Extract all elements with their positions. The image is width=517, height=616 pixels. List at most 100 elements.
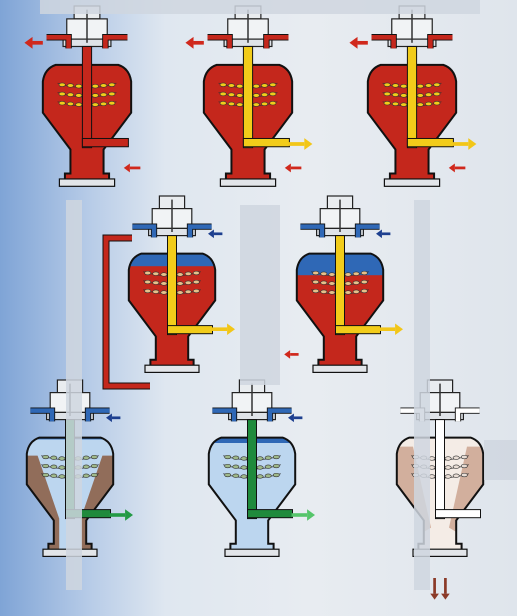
disc-blade [82, 464, 90, 469]
disc-blade [264, 455, 272, 460]
disc-blade [66, 92, 74, 97]
disc-blade [90, 463, 98, 469]
disc-blade [184, 280, 192, 285]
outlet-pipe [242, 137, 290, 148]
disc-blade [252, 93, 260, 98]
vessel-row1-right [349, 5, 477, 187]
disc-blade [224, 472, 232, 478]
disc-blade [192, 270, 200, 276]
disc-blade [400, 93, 408, 98]
bottom-flange [312, 364, 368, 374]
top-pipe-left [207, 34, 232, 49]
disc-blade [219, 82, 227, 87]
flow-arrow-1-head [307, 509, 315, 521]
disc-blade [42, 472, 50, 478]
disc-blade [252, 102, 260, 107]
flow-arrow-1-head [304, 138, 313, 150]
disc-blade [192, 279, 200, 285]
disc-blade [344, 290, 352, 295]
top-pipe-right [103, 34, 128, 49]
disc-blade [75, 102, 83, 107]
disc-blade [219, 91, 227, 97]
disc-blade [240, 456, 248, 461]
background-center-column [240, 205, 280, 385]
disc-blade [219, 101, 227, 106]
disc-blade [90, 454, 98, 460]
top-pipe-right [455, 408, 480, 422]
disc-blade [391, 83, 399, 88]
background-column-left [66, 200, 82, 590]
disc-blade [152, 289, 160, 294]
flow-arrow-0-head [430, 593, 439, 600]
disc-blade [82, 473, 90, 478]
disc-blade [252, 84, 260, 89]
disc-blade [176, 272, 184, 277]
disc-blade [416, 93, 424, 98]
flow-arrow-0-head [288, 413, 294, 423]
disc-blade [416, 84, 424, 89]
disc-blade [144, 279, 152, 285]
disc-blade [460, 463, 468, 469]
disc-blade [391, 101, 399, 107]
disc-blade [433, 101, 441, 106]
bottom-flange [144, 364, 200, 374]
disc-blade [328, 290, 336, 295]
disc-blade [160, 290, 168, 295]
disc-blade [360, 270, 368, 276]
disc-blade [328, 272, 336, 277]
disc-blade [192, 288, 200, 294]
disc-blade [75, 84, 83, 89]
disc-blade [269, 82, 277, 87]
vessel-row1-left [24, 5, 141, 187]
disc-blade [50, 473, 58, 478]
disc-blade [58, 465, 66, 470]
disc-blade [232, 455, 240, 460]
flow-arrow-0-head [208, 229, 214, 239]
top-pipe-right [428, 34, 453, 49]
top-pipe-left [212, 408, 237, 422]
vessel-row3-mid [207, 379, 315, 558]
disc-blade [460, 472, 468, 478]
disc-blade [272, 454, 280, 460]
disc-blade [240, 465, 248, 470]
disc-blade [100, 101, 108, 107]
disc-blade [58, 101, 66, 106]
disc-blade [312, 288, 320, 294]
flow-arrow-1-head [395, 323, 403, 335]
flow-arrow-1-head [227, 323, 235, 335]
disc-blade [344, 272, 352, 277]
disc-blade [383, 101, 391, 106]
background-side-flange [484, 440, 517, 480]
disc-blade [444, 456, 452, 461]
disc-blade [176, 281, 184, 286]
disc-blade [224, 463, 232, 469]
top-pipe-right [264, 34, 289, 49]
flow-arrow-0-head [24, 36, 33, 49]
disc-blade [320, 289, 328, 294]
disc-blade [425, 101, 433, 107]
flow-arrow-1-head [441, 593, 450, 600]
disc-blade [42, 454, 50, 460]
disc-blade [108, 82, 116, 87]
disc-blade [416, 102, 424, 107]
flow-arrow-0-head [376, 229, 382, 239]
flow-arrow-1-head [125, 509, 133, 521]
background-frame-top [40, 0, 480, 14]
disc-blade [82, 455, 90, 460]
bottom-flange [219, 178, 277, 187]
disc-blade [224, 454, 232, 460]
flow-arrow-0-head [349, 36, 358, 49]
disc-blade [261, 92, 269, 97]
disc-blade [261, 101, 269, 107]
disc-blade [160, 281, 168, 286]
outlet-pipe [335, 325, 381, 335]
disc-blade [75, 93, 83, 98]
top-pipe-left [46, 34, 71, 49]
flow-arrow-0-head [185, 36, 194, 49]
disc-blade [66, 101, 74, 107]
flow-arrow-1-head [468, 138, 477, 150]
disc-blade [352, 289, 360, 294]
outlet-pipe [81, 137, 129, 148]
vessel-row3-right [395, 379, 485, 600]
